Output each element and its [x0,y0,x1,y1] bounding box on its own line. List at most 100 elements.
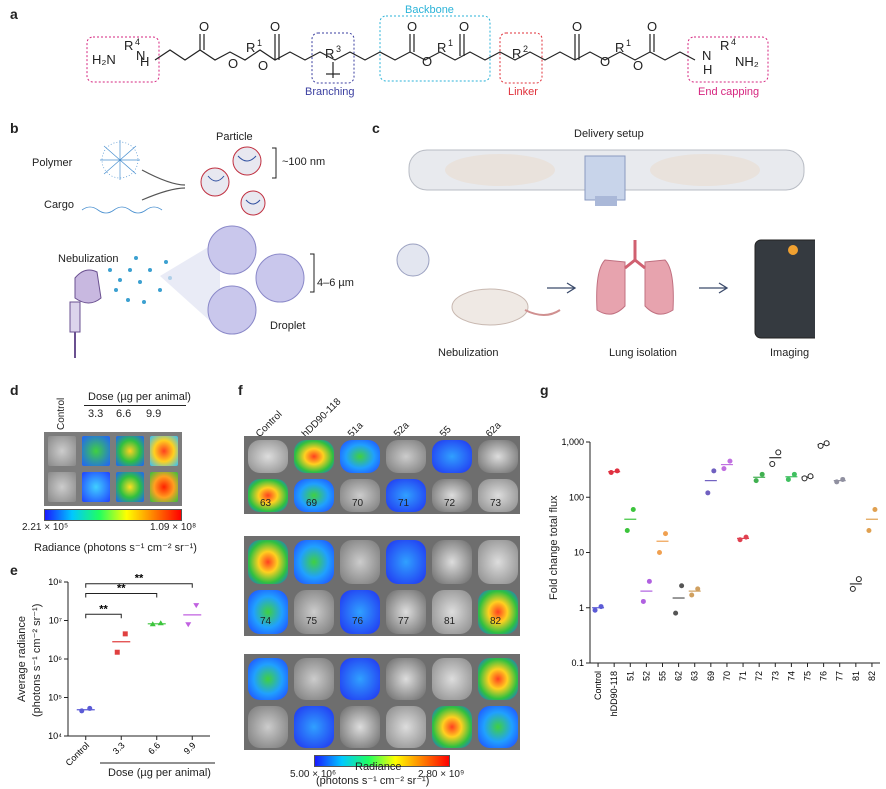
x-tick-label-g: 75 [803,671,813,681]
lung-isolation-label: Lung isolation [609,347,677,359]
x-tick-label-g: 62 [674,671,684,681]
ivis-column-label: 71 [398,498,410,509]
scale-min-d: 2.21 × 10⁵ [22,522,69,533]
dose-label-d: Dose (µg per animal) [88,391,191,403]
svg-text:O: O [228,56,238,71]
svg-text:R: R [124,38,133,53]
lung-image [432,540,472,584]
data-point-g [737,537,743,543]
cargo-icon [81,206,163,214]
lung-image [432,479,472,512]
data-point-e [185,622,192,628]
lung-image [386,479,426,512]
lung-image [478,479,518,512]
lung-image [248,479,288,512]
droplet-label: Droplet [270,320,306,332]
ivis-column-label: 74 [260,616,272,627]
svg-text:N: N [702,48,711,63]
scale-max-d: 1.09 × 10⁸ [150,522,197,533]
x-tick-label-e: 9.9 [182,740,198,756]
end-cap-box-right [687,36,769,83]
significance-bracket-e [85,583,193,588]
ivis-column-label: 69 [306,498,318,509]
x-tick-label-g: 71 [738,671,748,681]
data-point-e [114,649,120,655]
cargo-label: Cargo [44,199,74,211]
ivis-column-label: 75 [306,616,318,627]
x-tick-label-g: 74 [786,671,796,681]
radiance-label-d: Radiance (photons s⁻¹ cm⁻² sr⁻¹) [34,542,197,554]
x-tick-label-g: 76 [819,671,829,681]
x-tick-label-g: hDD90-118 [609,671,619,716]
y-tick-label-g: 10 [574,548,584,558]
data-point-e [87,705,93,711]
lung-image [294,706,334,748]
x-tick-label-e: 3.3 [111,740,127,756]
lung-icon [596,240,674,315]
linker-box [499,32,543,84]
svg-text:N: N [136,48,145,63]
dose-3-3-d: 3.3 [88,408,104,420]
lung-image [340,479,380,512]
significance-bracket-e [85,613,122,619]
data-point-g [759,471,765,477]
svg-text:H₂N: H₂N [92,52,116,67]
data-point-g [769,460,776,467]
ivis-column-label: 73 [490,498,502,509]
lung-image [294,658,334,700]
data-point-g [823,440,830,447]
x-tick-label-g: Control [593,671,603,700]
data-point-e [193,603,200,609]
particle-label: Particle [216,131,253,143]
data-point-g [743,534,749,540]
ivis-column-label: 81 [444,616,456,627]
data-point-g [608,470,614,476]
data-point-g [775,449,782,456]
data-point-g [753,478,759,484]
branching-label: Branching [305,86,355,98]
lung-image [248,658,288,700]
svg-text:R: R [720,38,729,53]
svg-text:R: R [325,46,334,61]
data-point-g [866,528,872,534]
ivis-row-image [244,536,520,636]
lung-image [340,540,380,584]
control-label-d: Control [56,397,67,430]
data-point-g [840,476,846,482]
ivis-column-label: 77 [398,616,410,627]
data-point-e [122,631,128,637]
lung-image [386,590,426,634]
lung-image [340,440,380,473]
lung-image [478,658,518,700]
mouse-icon [451,288,529,326]
y-tick-label-e: 10⁵ [48,693,62,703]
ivis-row-image [244,436,520,514]
svg-text:2: 2 [523,44,528,54]
x-tick-label-e: 6.6 [146,740,162,756]
lung-image [432,590,472,634]
arrow-icon [141,169,186,201]
imager-icon [754,239,815,339]
data-point-g [721,466,727,472]
data-point-g [705,490,711,496]
imaging-label: Imaging [770,347,810,359]
aerosol-dots [108,256,172,304]
x-tick-label-e: Control [64,740,92,768]
y-tick-label-e: 10⁷ [49,616,62,626]
data-point-g [807,473,814,480]
data-point-g [673,610,679,616]
lung-image [340,658,380,700]
data-point-g [624,528,630,534]
lung-image [432,706,472,748]
y-tick-label-g: 0.1 [571,658,584,668]
delivery-workflow-illustration [396,149,815,339]
svg-text:R: R [437,40,446,55]
particle-size-label: ~100 nm [282,156,326,168]
data-point-g [872,507,878,513]
xlabel-e: Dose (µg per animal) [108,767,211,779]
x-tick-label-g: 69 [706,671,716,681]
colorbar-f [314,755,450,767]
dose-9-9-d: 9.9 [146,408,162,420]
panel-label-c: c [372,120,380,136]
